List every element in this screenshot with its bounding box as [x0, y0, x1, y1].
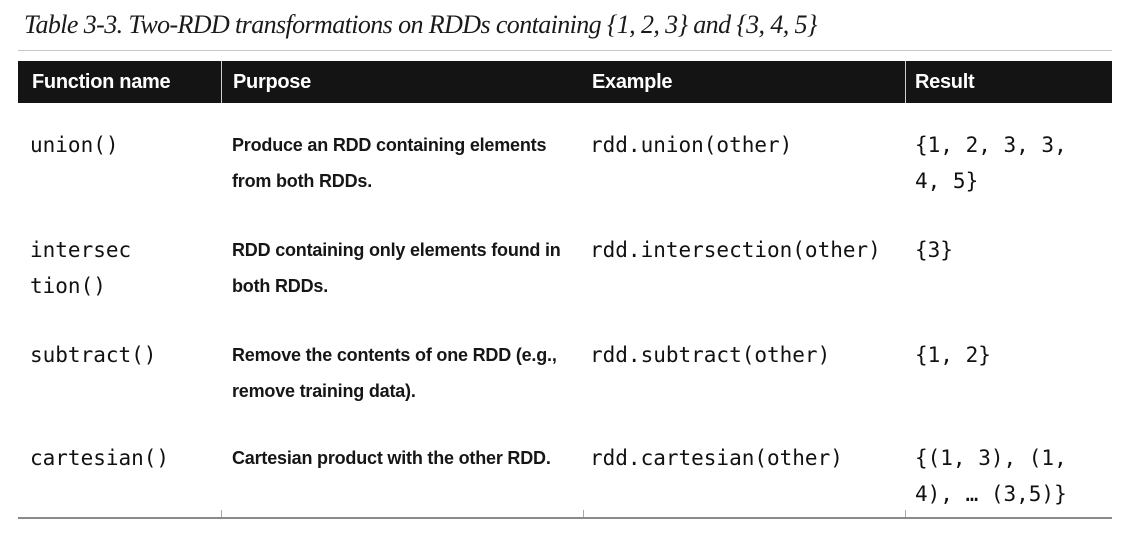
table-bottom-rule — [18, 517, 1112, 519]
bottom-rule-tick-2 — [583, 510, 584, 517]
cell-function-name: union() — [30, 133, 119, 157]
cell-purpose: Cartesian product with the other RDD. — [232, 448, 551, 468]
table-row: union() Produce an RDD containing elemen… — [0, 127, 1130, 232]
column-header-result: Result — [915, 71, 975, 93]
cell-example: rdd.intersection(other) — [590, 238, 881, 262]
table-top-rule — [18, 50, 1112, 51]
cell-function-name: subtract() — [30, 343, 157, 367]
column-header-example: Example — [592, 71, 673, 93]
header-separator-1 — [221, 61, 222, 103]
table-row: subtract() Remove the contents of one RD… — [0, 337, 1130, 442]
cell-purpose: Remove the contents of one RDD (e.g., re… — [232, 345, 557, 401]
header-separator-2 — [905, 61, 906, 103]
cell-purpose: Produce an RDD containing elements from … — [232, 135, 547, 191]
bottom-rule-tick-1 — [221, 510, 222, 517]
table-row: intersec tion() RDD containing only elem… — [0, 232, 1130, 337]
cell-function-name: intersec tion() — [30, 238, 132, 298]
column-header-purpose: Purpose — [233, 71, 311, 93]
cell-result: {1, 2, 3, 3, 4, 5} — [915, 133, 1067, 193]
cell-example: rdd.subtract(other) — [590, 343, 831, 367]
cell-function-name: cartesian() — [30, 446, 170, 470]
cell-purpose: RDD containing only elements found in bo… — [232, 240, 561, 296]
table-row: cartesian() Cartesian product with the o… — [0, 440, 1130, 538]
cell-result: {3} — [915, 238, 953, 262]
cell-result: {1, 2} — [915, 343, 991, 367]
column-header-function-name: Function name — [32, 71, 171, 93]
cell-example: rdd.union(other) — [590, 133, 793, 157]
bottom-rule-tick-3 — [905, 510, 906, 517]
table-caption: Table 3-3. Two-RDD transformations on RD… — [24, 10, 817, 39]
cell-result: {(1, 3), (1, 4), … (3,5)} — [915, 446, 1067, 506]
cell-example: rdd.cartesian(other) — [590, 446, 843, 470]
table-header-row: Function name Purpose Example Result — [18, 61, 1112, 103]
